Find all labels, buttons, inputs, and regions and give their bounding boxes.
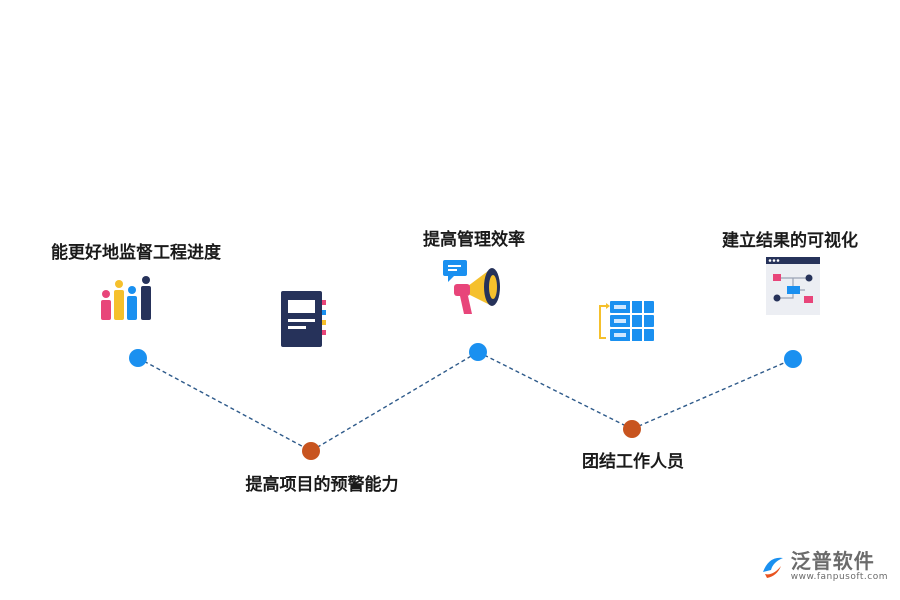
step-label-3: 提高管理效率 [423, 230, 525, 250]
step-label-4: 团结工作人员 [582, 452, 684, 472]
connector-line-1 [137, 357, 312, 452]
connector-line-2 [310, 351, 479, 452]
node-3 [469, 343, 487, 361]
step-label-2: 提高项目的预警能力 [245, 475, 399, 495]
megaphone-icon [443, 260, 500, 314]
server-stack-icon [599, 301, 654, 341]
node-2 [302, 442, 320, 460]
step-label-1: 能更好地监督工程进度 [51, 243, 221, 263]
fanpu-logo-icon [762, 557, 783, 578]
brand-url: www.fanpusoft.com [790, 572, 888, 582]
node-1 [129, 349, 147, 367]
step-label-5: 建立结果的可视化 [722, 231, 858, 251]
flowchart-icon [766, 257, 820, 315]
node-5 [784, 350, 802, 368]
brand-logo: 泛普软件 www.fanpusoft.com [759, 550, 888, 582]
node-4 [623, 420, 641, 438]
bar-chart-icon [101, 276, 151, 320]
brand-name: 泛普软件 [790, 549, 875, 573]
connector-line-4 [631, 358, 794, 430]
document-icon [281, 291, 326, 347]
connector-line-3 [477, 351, 633, 430]
